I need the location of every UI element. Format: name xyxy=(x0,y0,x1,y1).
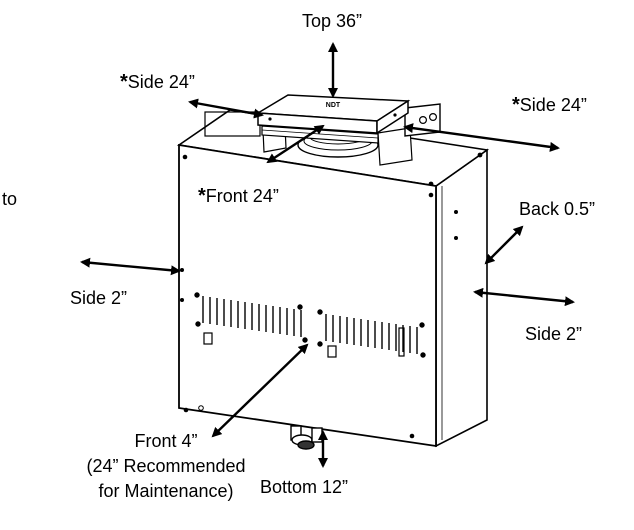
asterisk-marker: * xyxy=(198,185,206,207)
label-front-bottom-line2: (24” Recommended xyxy=(86,456,246,476)
unit-stamp-text: NDT xyxy=(326,102,341,109)
asterisk-marker: * xyxy=(512,94,520,116)
label-side-top-left-text: Side 24” xyxy=(127,72,195,92)
louvers-right xyxy=(317,309,426,358)
louvers-left xyxy=(194,292,308,345)
label-front-top: *Front 24” xyxy=(198,186,279,206)
label-side-top-right-text: Side 24” xyxy=(519,95,587,115)
label-side-top-left: *Side 24” xyxy=(120,72,195,92)
label-side-left: Side 2” xyxy=(70,288,128,308)
label-back: Back 0.5” xyxy=(519,199,596,219)
label-front-top-text: Front 24” xyxy=(205,186,279,206)
label-top: Top 36” xyxy=(302,11,363,31)
arrow-front-top xyxy=(266,124,325,164)
arrow-side-right xyxy=(473,287,575,307)
arrow-side-left xyxy=(80,257,181,276)
label-front-bottom-line1: Front 4” xyxy=(134,431,198,451)
label-side-top-right: *Side 24” xyxy=(512,95,587,115)
asterisk-marker: * xyxy=(120,71,128,93)
bottom-fittings xyxy=(290,425,323,450)
label-front-bottom-line3: for Maintenance) xyxy=(98,481,234,501)
arrow-side-top-left xyxy=(188,98,264,119)
label-side-right: Side 2” xyxy=(525,324,583,344)
label-bottom: Bottom 12” xyxy=(260,477,349,497)
arrow-back xyxy=(484,225,524,265)
label-cut-off: to xyxy=(2,189,18,209)
arrow-front-bottom xyxy=(211,343,309,438)
cabinet-side-panel xyxy=(435,148,488,448)
arrow-side-top-right xyxy=(403,123,560,152)
clearance-arrows xyxy=(80,42,575,468)
